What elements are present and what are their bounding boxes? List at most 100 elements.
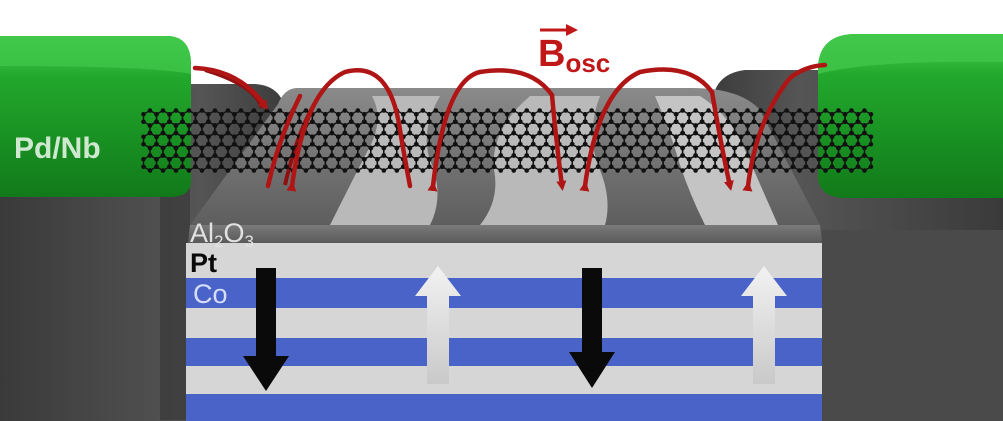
carbon-atom	[180, 164, 185, 170]
carbon-atom	[777, 156, 783, 162]
down-arrow-icon	[569, 268, 615, 388]
carbon-atom	[693, 123, 698, 128]
carbon-atom	[816, 141, 822, 147]
carbon-atom	[426, 111, 432, 117]
carbon-atom	[615, 168, 620, 173]
carbon-atom	[251, 130, 257, 136]
carbon-atom	[654, 168, 659, 173]
carbon-atom	[316, 153, 322, 158]
carbon-atom	[816, 119, 822, 125]
carbon-atom	[816, 156, 822, 162]
carbon-atom	[147, 108, 153, 113]
carbon-atom	[167, 141, 172, 147]
carbon-atom	[803, 134, 809, 140]
carbon-atom	[245, 119, 250, 125]
carbon-atom	[388, 119, 393, 125]
carbon-atom	[394, 145, 400, 151]
carbon-atom	[563, 168, 568, 173]
carbon-atom	[426, 134, 432, 140]
carbon-atom	[368, 145, 374, 151]
carbon-atom	[154, 134, 159, 140]
carbon-atom	[582, 141, 588, 147]
carbon-atom	[355, 153, 361, 158]
carbon-atom	[251, 108, 257, 113]
carbon-atom	[823, 130, 828, 136]
carbon-atom	[316, 123, 322, 128]
carbon-atom	[446, 123, 452, 128]
carbon-atom	[641, 130, 646, 136]
carbon-atom	[290, 145, 296, 151]
carbon-atom	[212, 168, 218, 173]
carbon-atom	[238, 145, 244, 151]
carbon-atom	[712, 134, 718, 140]
carbon-atom	[323, 134, 328, 140]
carbon-atom	[232, 164, 237, 170]
carbon-atom	[329, 145, 335, 151]
carbon-atom	[342, 168, 348, 173]
carbon-atom	[459, 123, 465, 128]
carbon-atom	[693, 153, 698, 158]
carbon-atom	[719, 108, 724, 113]
carbon-atom	[803, 156, 809, 162]
carbon-atom	[738, 141, 744, 147]
carbon-atom	[517, 141, 523, 147]
carbon-atom	[569, 164, 575, 170]
carbon-atom	[634, 111, 640, 117]
carbon-atom	[777, 164, 783, 170]
carbon-atom	[576, 108, 581, 113]
carbon-atom	[491, 119, 497, 125]
carbon-atom	[141, 141, 146, 147]
carbon-atom	[686, 164, 692, 170]
carbon-atom	[706, 108, 711, 113]
carbon-atom	[375, 164, 380, 170]
carbon-atom	[595, 156, 601, 162]
carbon-atom	[504, 111, 510, 117]
multilayer-stack	[186, 243, 822, 421]
carbon-atom	[647, 119, 653, 125]
carbon-atom	[849, 130, 854, 136]
carbon-atom	[147, 145, 153, 151]
carbon-atom	[634, 119, 640, 125]
carbon-atom	[563, 108, 568, 113]
carbon-atom	[186, 108, 192, 113]
carbon-atom	[342, 145, 348, 151]
carbon-atom	[667, 153, 672, 158]
carbon-atom	[388, 141, 393, 147]
carbon-atom	[504, 156, 510, 162]
carbon-atom	[667, 108, 672, 113]
carbon-atom	[206, 141, 211, 147]
carbon-atom	[381, 145, 387, 151]
carbon-atom	[829, 111, 835, 117]
carbon-atom	[193, 134, 198, 140]
carbon-atom	[868, 119, 874, 125]
carbon-atom	[284, 134, 289, 140]
carbon-atom	[316, 130, 322, 136]
carbon-atom	[316, 108, 322, 113]
carbon-atom	[771, 145, 776, 151]
carbon-atom	[154, 119, 159, 125]
carbon-atom	[680, 153, 685, 158]
carbon-atom	[154, 164, 159, 170]
carbon-atom	[537, 130, 543, 136]
carbon-atom	[426, 164, 432, 170]
carbon-atom	[745, 123, 750, 128]
carbon-atom	[206, 164, 211, 170]
carbon-atom	[836, 168, 841, 173]
carbon-atom	[504, 164, 510, 170]
carbon-atom	[654, 123, 659, 128]
carbon-atom	[193, 119, 198, 125]
carbon-atom	[420, 145, 426, 151]
carbon-atom	[621, 111, 627, 117]
carbon-atom	[401, 119, 406, 125]
carbon-atom	[706, 168, 711, 173]
carbon-atom	[271, 111, 276, 117]
carbon-atom	[180, 134, 185, 140]
carbon-atom	[355, 123, 361, 128]
carbon-atom	[167, 134, 172, 140]
carbon-atom	[407, 130, 413, 136]
carbon-atom	[829, 119, 835, 125]
carbon-atom	[829, 134, 835, 140]
carbon-atom	[764, 164, 770, 170]
carbon-atom	[225, 130, 231, 136]
carbon-atom	[660, 111, 666, 117]
